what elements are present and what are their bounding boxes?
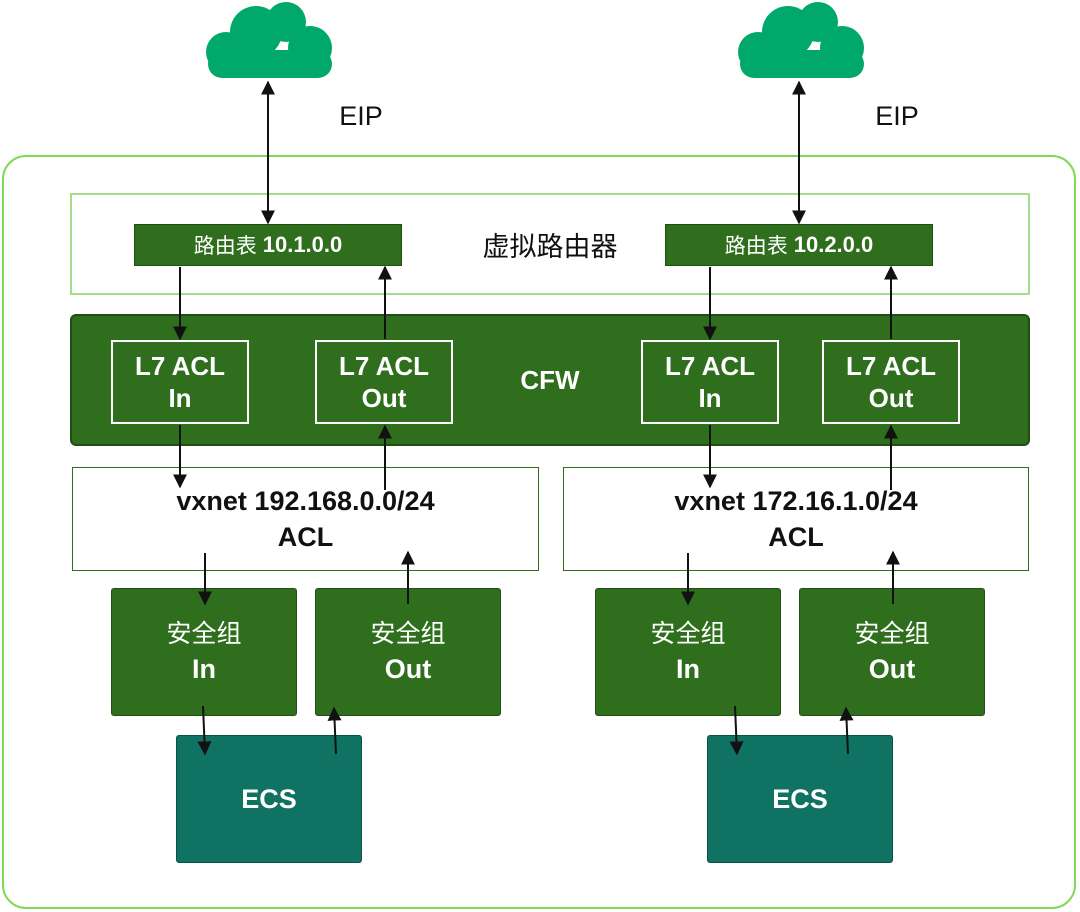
- acl-box-line1: L7 ACL: [664, 350, 756, 381]
- security-group-title: 安全组: [370, 618, 446, 648]
- cloud-icon-right: [738, 2, 864, 78]
- security-group-in-right[interactable]: 安全组 In: [595, 588, 781, 716]
- security-group-title: 安全组: [650, 618, 726, 648]
- acl-box-line2: Out: [868, 383, 914, 413]
- route-table-left-ip: 10.1.0.0: [262, 232, 343, 257]
- ecs-instance-right[interactable]: ECS: [707, 735, 893, 863]
- l7-acl-in-left[interactable]: L7 ACL In: [111, 340, 249, 424]
- vxnet-left[interactable]: vxnet 192.168.0.0/24 ACL: [72, 467, 539, 571]
- l7-acl-out-left[interactable]: L7 ACL Out: [315, 340, 453, 424]
- cloud-icon-left: [206, 2, 332, 78]
- route-table-left-prefix: 路由表: [193, 234, 257, 258]
- cfw-label: CFW: [520, 364, 580, 395]
- acl-box-line2: In: [168, 383, 192, 413]
- security-group-in-left[interactable]: 安全组 In: [111, 588, 297, 716]
- acl-box-line1: L7 ACL: [134, 350, 226, 381]
- security-group-direction: In: [192, 653, 216, 684]
- route-table-right-prefix: 路由表: [724, 234, 788, 258]
- virtual-router-label: 虚拟路由器: [482, 231, 618, 263]
- route-table-right-ip: 10.2.0.0: [793, 232, 874, 257]
- security-group-direction: In: [676, 653, 700, 684]
- cfw-band: [70, 314, 1030, 446]
- vxnet-acl: ACL: [768, 522, 824, 552]
- ecs-instance-left[interactable]: ECS: [176, 735, 362, 863]
- vxnet-right[interactable]: vxnet 172.16.1.0/24 ACL: [563, 467, 1029, 571]
- vxnet-cidr: vxnet 192.168.0.0/24: [176, 485, 435, 516]
- acl-box-line2: In: [698, 383, 722, 413]
- acl-box-line1: L7 ACL: [338, 350, 430, 381]
- vpc-boundary: [2, 155, 1076, 909]
- security-group-direction: Out: [384, 653, 432, 684]
- eip-label-right: EIP: [875, 100, 919, 131]
- l7-acl-out-right[interactable]: L7 ACL Out: [822, 340, 960, 424]
- eip-label-left: EIP: [339, 100, 383, 131]
- security-group-out-right[interactable]: 安全组 Out: [799, 588, 985, 716]
- acl-box-line1: L7 ACL: [845, 350, 937, 381]
- l7-acl-in-right[interactable]: L7 ACL In: [641, 340, 779, 424]
- security-group-title: 安全组: [854, 618, 930, 648]
- acl-box-line2: Out: [361, 383, 407, 413]
- security-group-out-left[interactable]: 安全组 Out: [315, 588, 501, 716]
- security-group-title: 安全组: [166, 618, 242, 648]
- vxnet-acl: ACL: [277, 522, 334, 552]
- security-group-direction: Out: [868, 653, 916, 684]
- vxnet-cidr: vxnet 172.16.1.0/24: [674, 485, 918, 516]
